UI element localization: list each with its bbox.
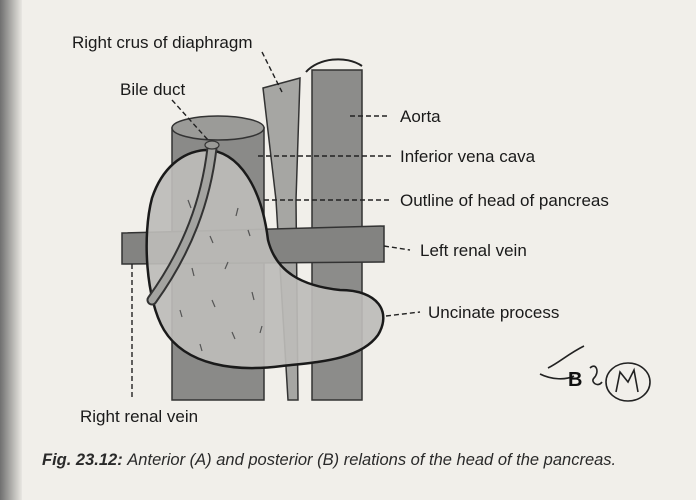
label-bile-duct: Bile duct	[120, 80, 185, 99]
label-right-crus: Right crus of diaphragm	[72, 33, 252, 52]
label-right-renal-vein: Right renal vein	[80, 407, 198, 426]
leader-uncinate	[386, 312, 420, 316]
leader-left-renal-vein	[384, 246, 410, 250]
caption-text: Anterior (A) and posterior (B) relations…	[127, 451, 616, 469]
label-outline-head: Outline of head of pancreas	[400, 191, 609, 210]
label-left-renal-vein: Left renal vein	[420, 241, 527, 260]
label-uncinate: Uncinate process	[428, 303, 559, 322]
handwritten-b: B	[568, 369, 582, 391]
label-ivc: Inferior vena cava	[400, 147, 536, 166]
label-aorta: Aorta	[400, 107, 441, 126]
figure-caption: Fig. 23.12: Anterior (A) and posterior (…	[42, 450, 692, 470]
handwritten-annotation: B	[540, 346, 650, 401]
caption-fig-number: Fig. 23.12:	[42, 451, 123, 469]
